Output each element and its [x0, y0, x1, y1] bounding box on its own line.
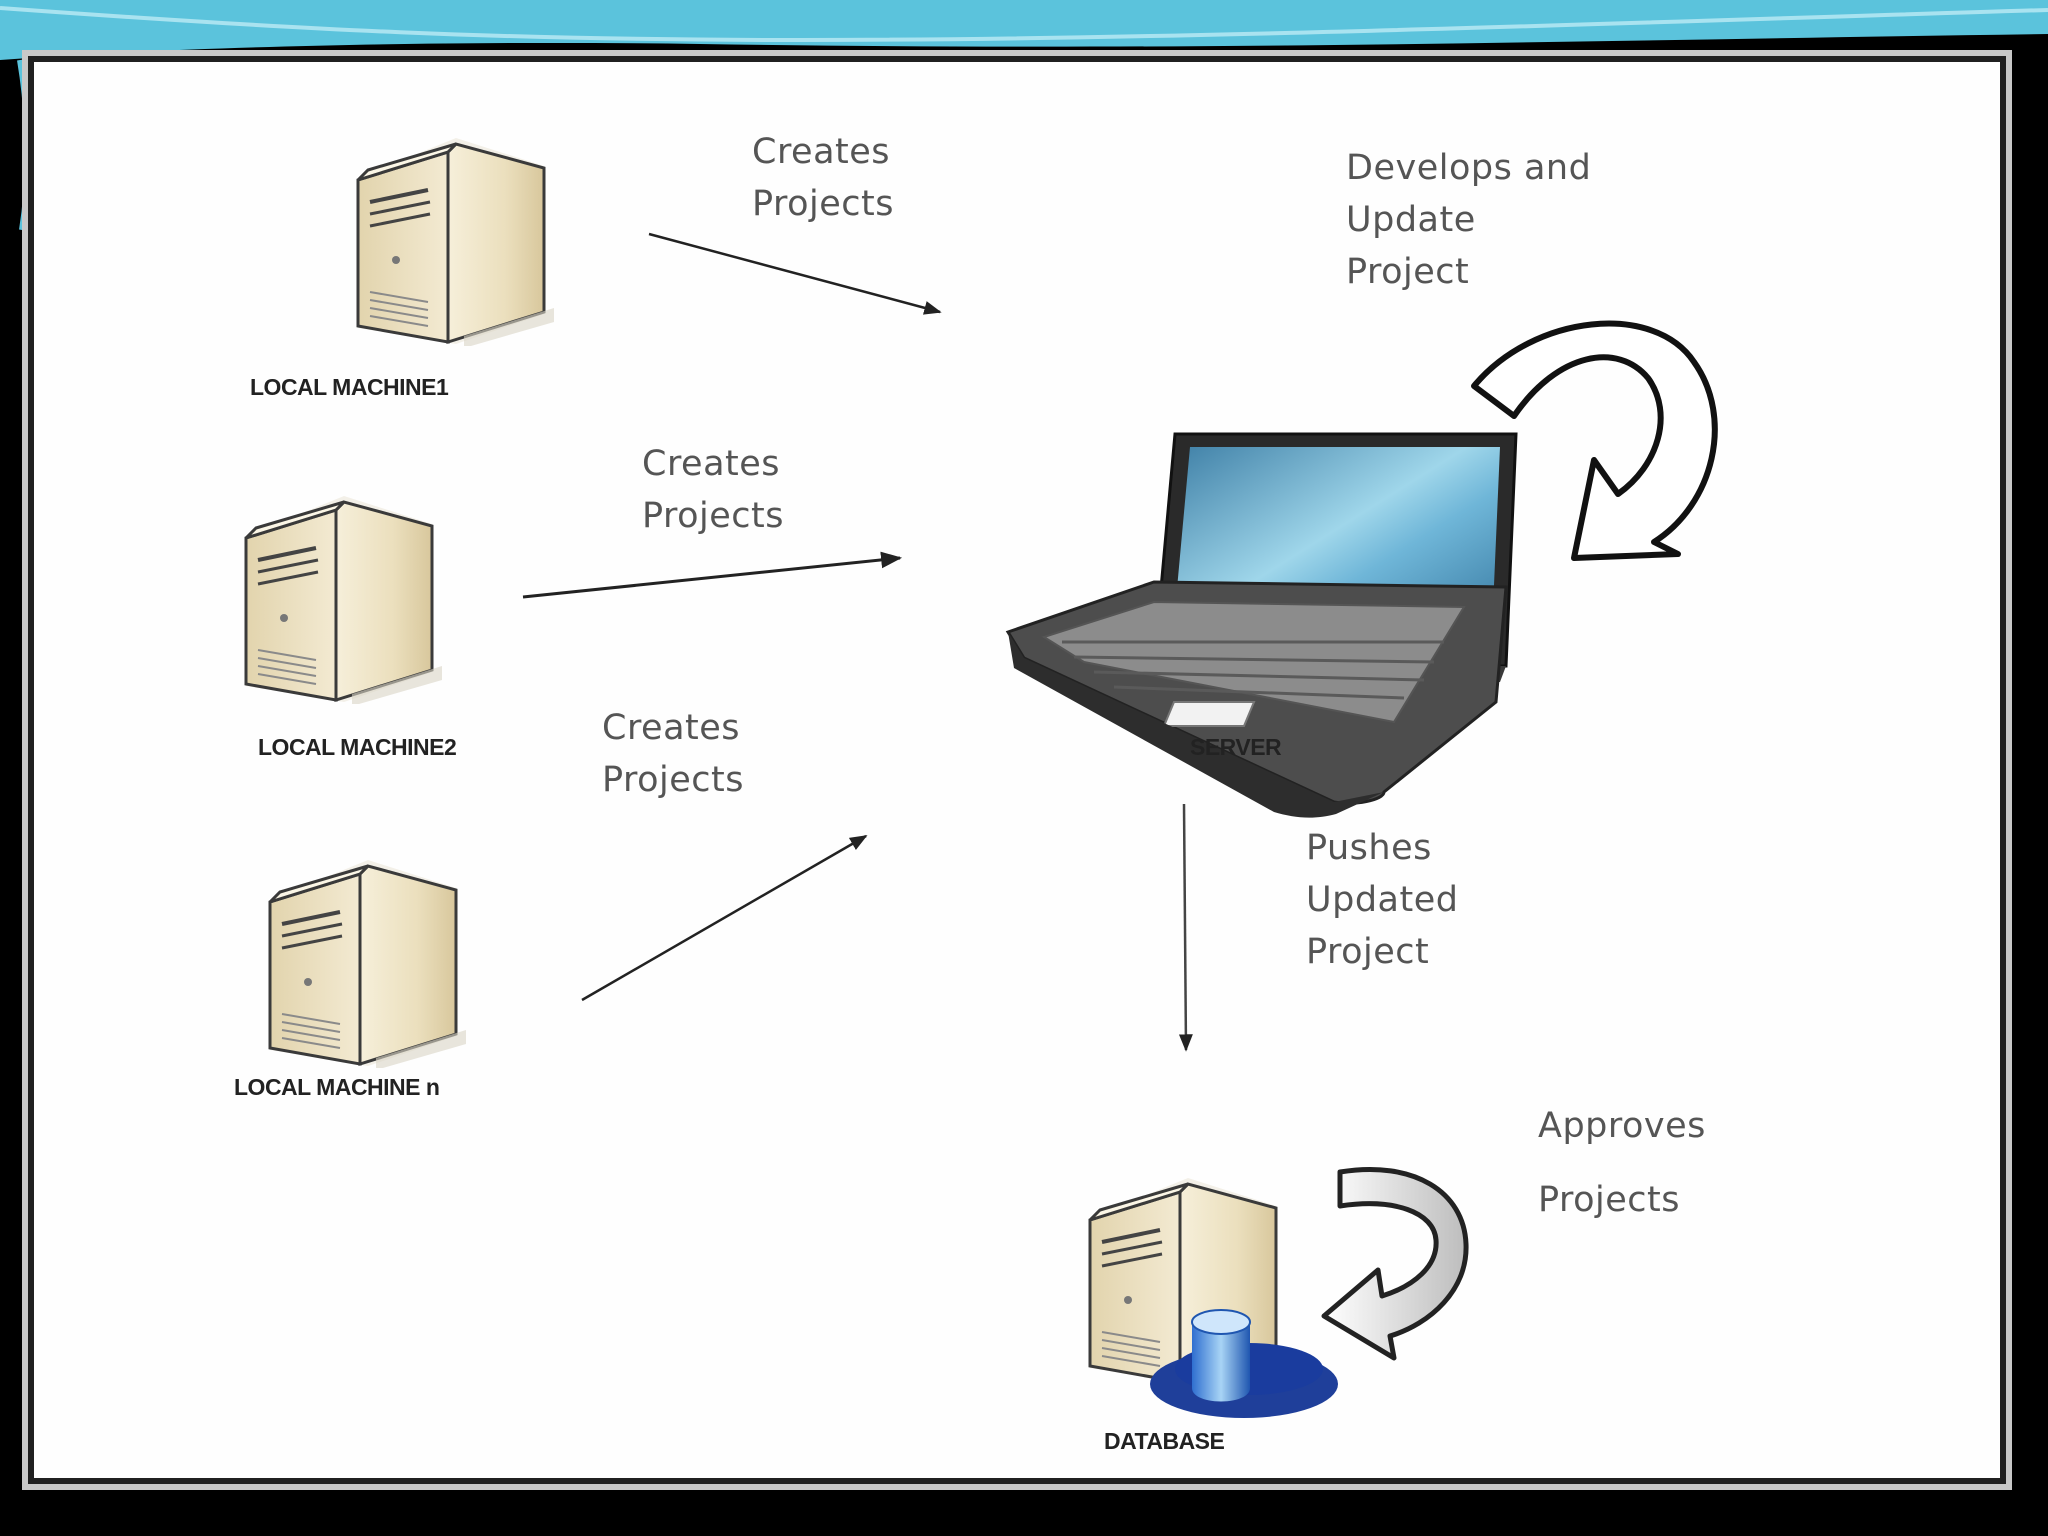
edge-localn-to-server [581, 834, 868, 1002]
diagram-canvas: LOCAL MACHINE1 LOCAL MACHINE2 LOCAL MACH… [34, 62, 2000, 1478]
server-laptop-icon [1005, 432, 1518, 818]
server-self-loop-arrow-icon [1471, 320, 1718, 561]
local-machine2-tower-server-icon [244, 494, 442, 704]
local-machine1-tower-server-icon [356, 136, 554, 346]
server-caption: SERVER [1190, 734, 1282, 760]
local-machine-n-tower-server-icon [268, 858, 466, 1068]
edge-label-projects: Projects [1538, 1180, 1680, 1220]
edge-label-server-develops-update: Develops and Update Project [1346, 148, 1592, 292]
edge-label-local2-creates-projects: Creates Projects [642, 444, 784, 536]
database-server-icon [1088, 1176, 1338, 1418]
edge-label-localn-creates-projects: Creates Projects [602, 708, 744, 800]
edge-local1-to-server [648, 232, 942, 315]
slide-accent-swoosh [0, 0, 2048, 60]
edge-server-to-database [1178, 803, 1193, 1052]
database-caption: DATABASE [1104, 1428, 1225, 1454]
local-machine1-caption: LOCAL MACHINE1 [250, 374, 449, 400]
edge-local2-to-server [522, 551, 903, 599]
local-machine2-caption: LOCAL MACHINE2 [258, 734, 457, 760]
edge-label-approves: Approves [1538, 1106, 1706, 1146]
edge-label-local1-creates-projects: Creates Projects [752, 132, 894, 224]
local-machine-n-caption: LOCAL MACHINE n [234, 1074, 440, 1100]
database-self-loop-arrow-icon [1321, 1166, 1469, 1361]
edge-label-pushes-updated-project: Pushes Updated Project [1306, 828, 1459, 972]
